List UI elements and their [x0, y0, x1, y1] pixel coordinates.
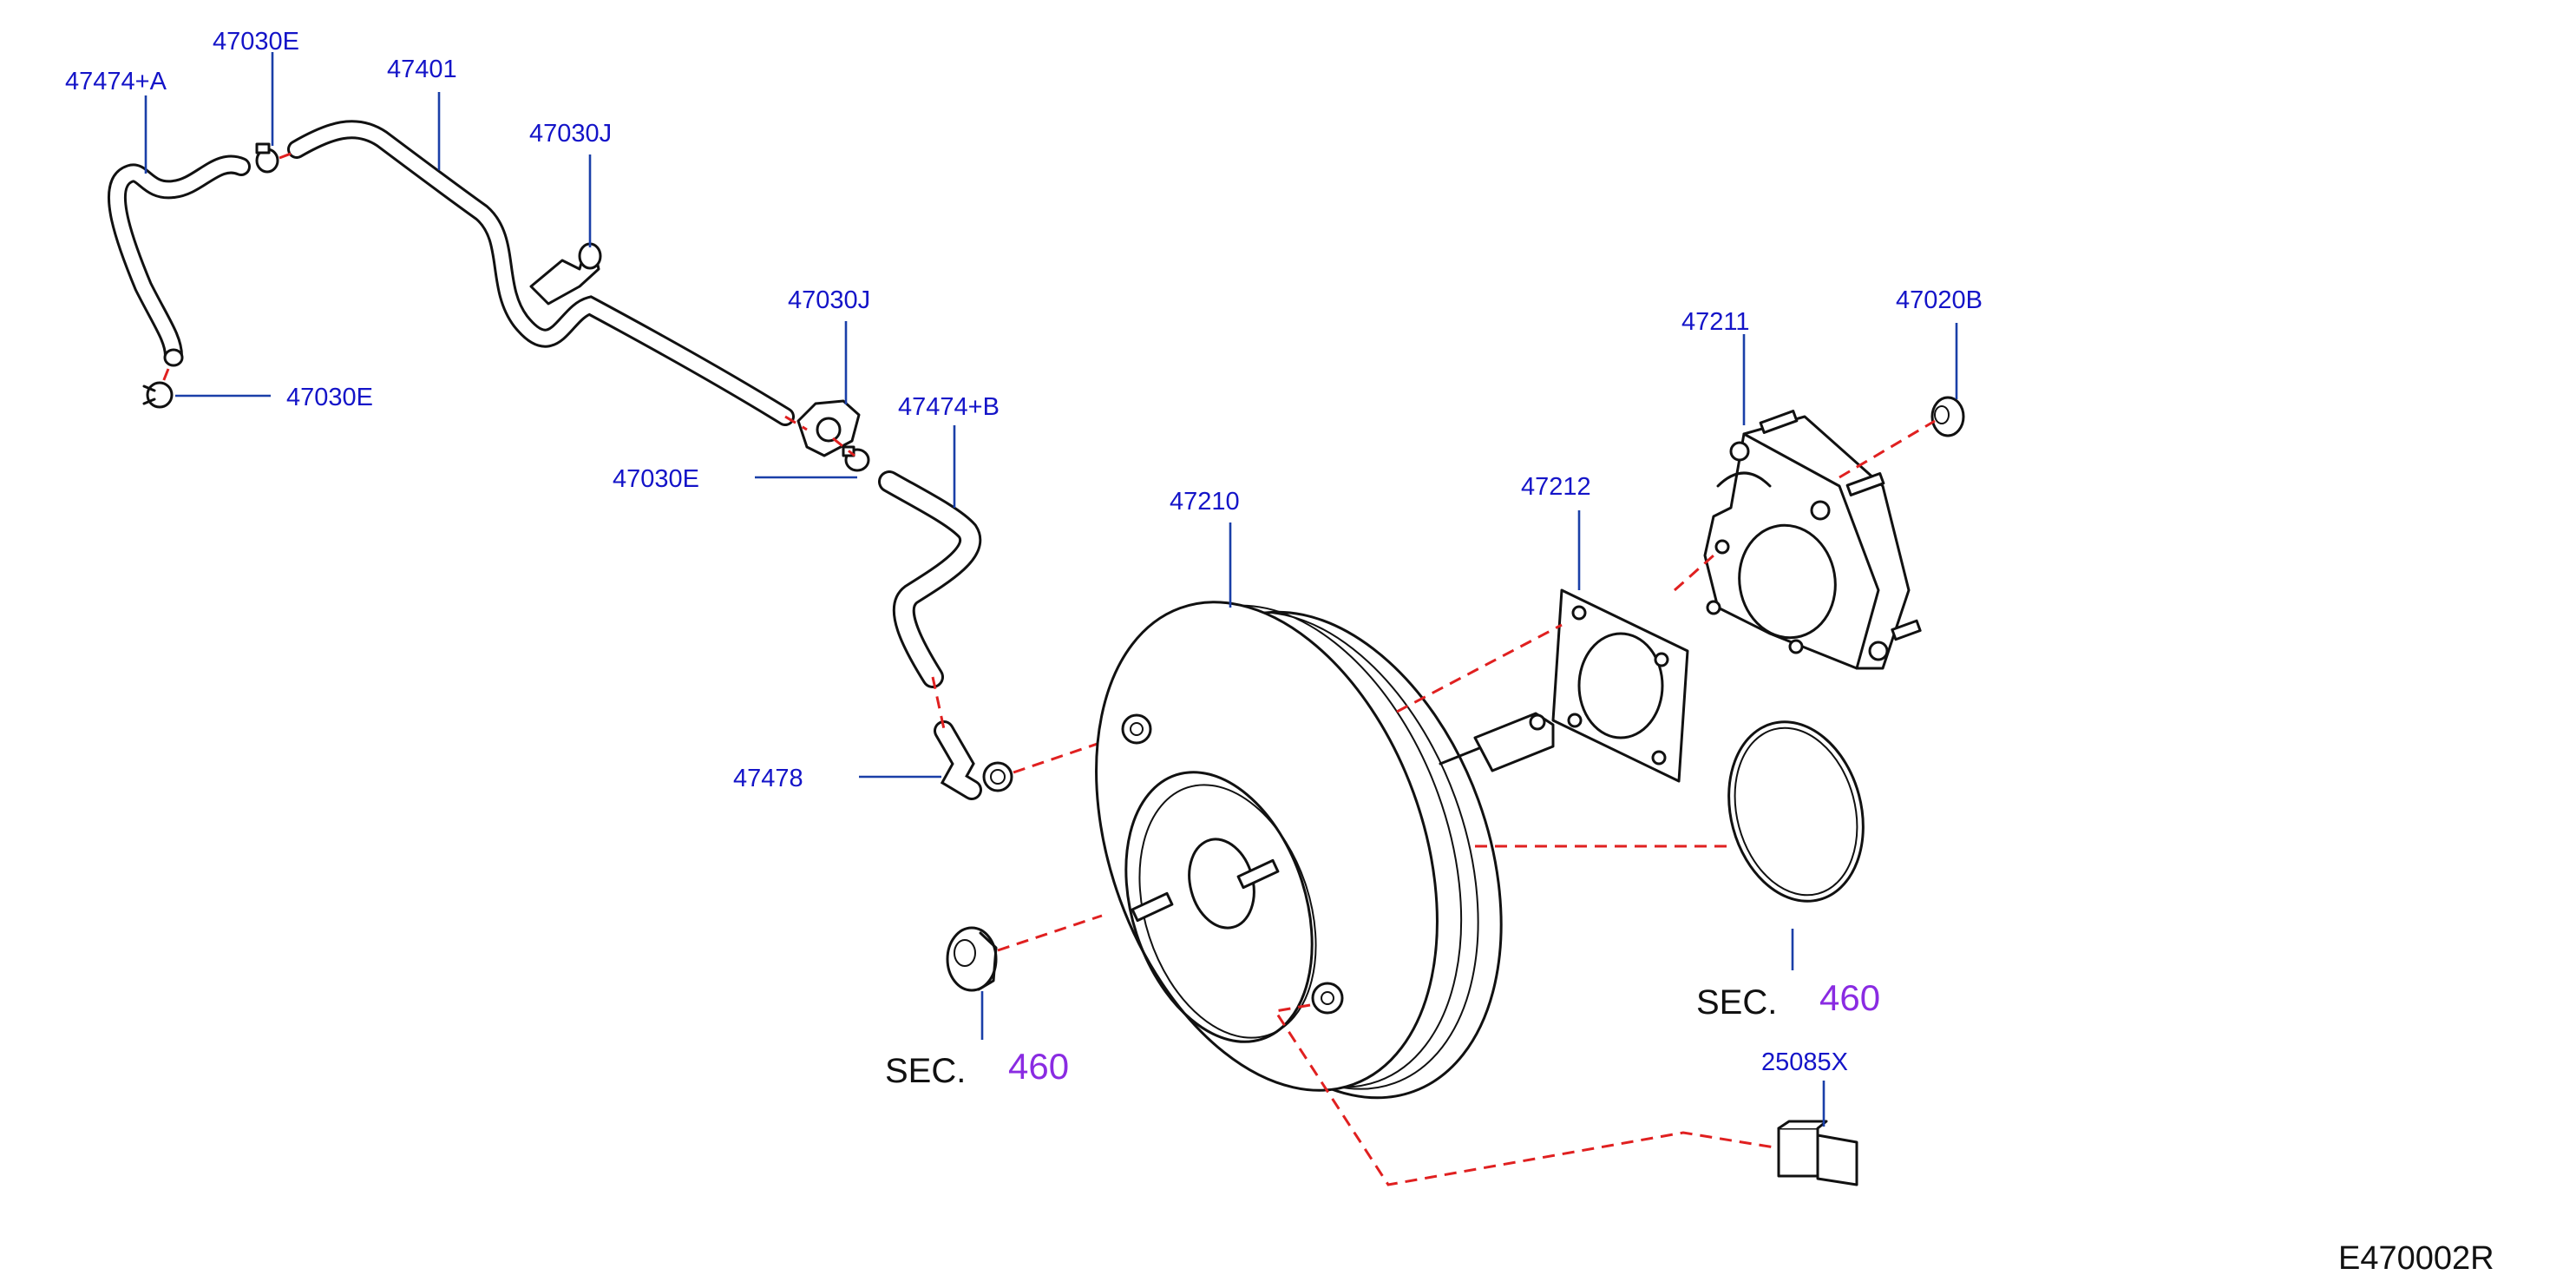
bracket-stud-right: [1845, 472, 1885, 496]
part-labels: 47474+A 47030E 47401 47030J 47030E 47030…: [65, 28, 1983, 1076]
o-ring-right: [1727, 720, 1865, 903]
nut-47020b: [1930, 396, 1965, 437]
bracket-stud-top: [1759, 410, 1799, 434]
section-ref-right: SEC. 460: [1696, 977, 1880, 1022]
label-47474a: 47474+A: [65, 68, 167, 95]
label-47030j-top: 47030J: [529, 120, 612, 148]
sensor-25085x: [1777, 1120, 1858, 1186]
vacuum-hose-47401: [287, 120, 795, 426]
gasket-47212: [1551, 588, 1689, 783]
booster-push-rod: [1439, 712, 1555, 772]
check-valve-47478: [931, 676, 1129, 800]
bracket-stud-bottom: [1891, 619, 1922, 641]
label-47030e-mid: 47030E: [613, 465, 699, 493]
booster-stud-right: [1236, 858, 1280, 890]
label-47030e-left: 47030E: [286, 384, 373, 411]
hose-clip-47030j-top: [529, 242, 602, 306]
leader-lines: [144, 52, 1958, 1127]
label-47478: 47478: [733, 765, 803, 792]
brake-booster-47210: [1095, 601, 1555, 1100]
vacuum-hose-47474a: [108, 154, 251, 367]
label-47211: 47211: [1681, 308, 1750, 336]
section-number-left: 460: [1008, 1046, 1069, 1087]
label-47401: 47401: [387, 56, 457, 83]
bracket-47211: [1703, 410, 1922, 670]
label-25085x: 25085X: [1761, 1048, 1848, 1076]
hose-clamp-47030e-mid: [842, 445, 870, 472]
grommet-left: [946, 926, 998, 992]
booster-stud-left: [1131, 891, 1174, 923]
label-47212: 47212: [1521, 473, 1591, 501]
section-number-right: 460: [1819, 977, 1880, 1018]
dashed-assembly-links: [997, 419, 1936, 1186]
section-prefix-left: SEC.: [885, 1052, 966, 1090]
vacuum-hose-47474b: [878, 470, 982, 688]
label-47474b: 47474+B: [898, 393, 1000, 421]
label-47020b: 47020B: [1896, 286, 1983, 314]
diagram-code: E470002R: [2338, 1240, 2494, 1277]
section-prefix-right: SEC.: [1696, 983, 1777, 1022]
hose-clip-47030j-mid: [784, 399, 861, 457]
section-ref-left: SEC. 460: [885, 1046, 1069, 1090]
label-47030e-top: 47030E: [213, 28, 299, 56]
label-47030j-mid: 47030J: [788, 286, 870, 314]
label-47210: 47210: [1170, 488, 1240, 516]
hose-clamp-47030e-top: [255, 142, 294, 174]
hose-clamp-47030e-left: [142, 368, 174, 409]
